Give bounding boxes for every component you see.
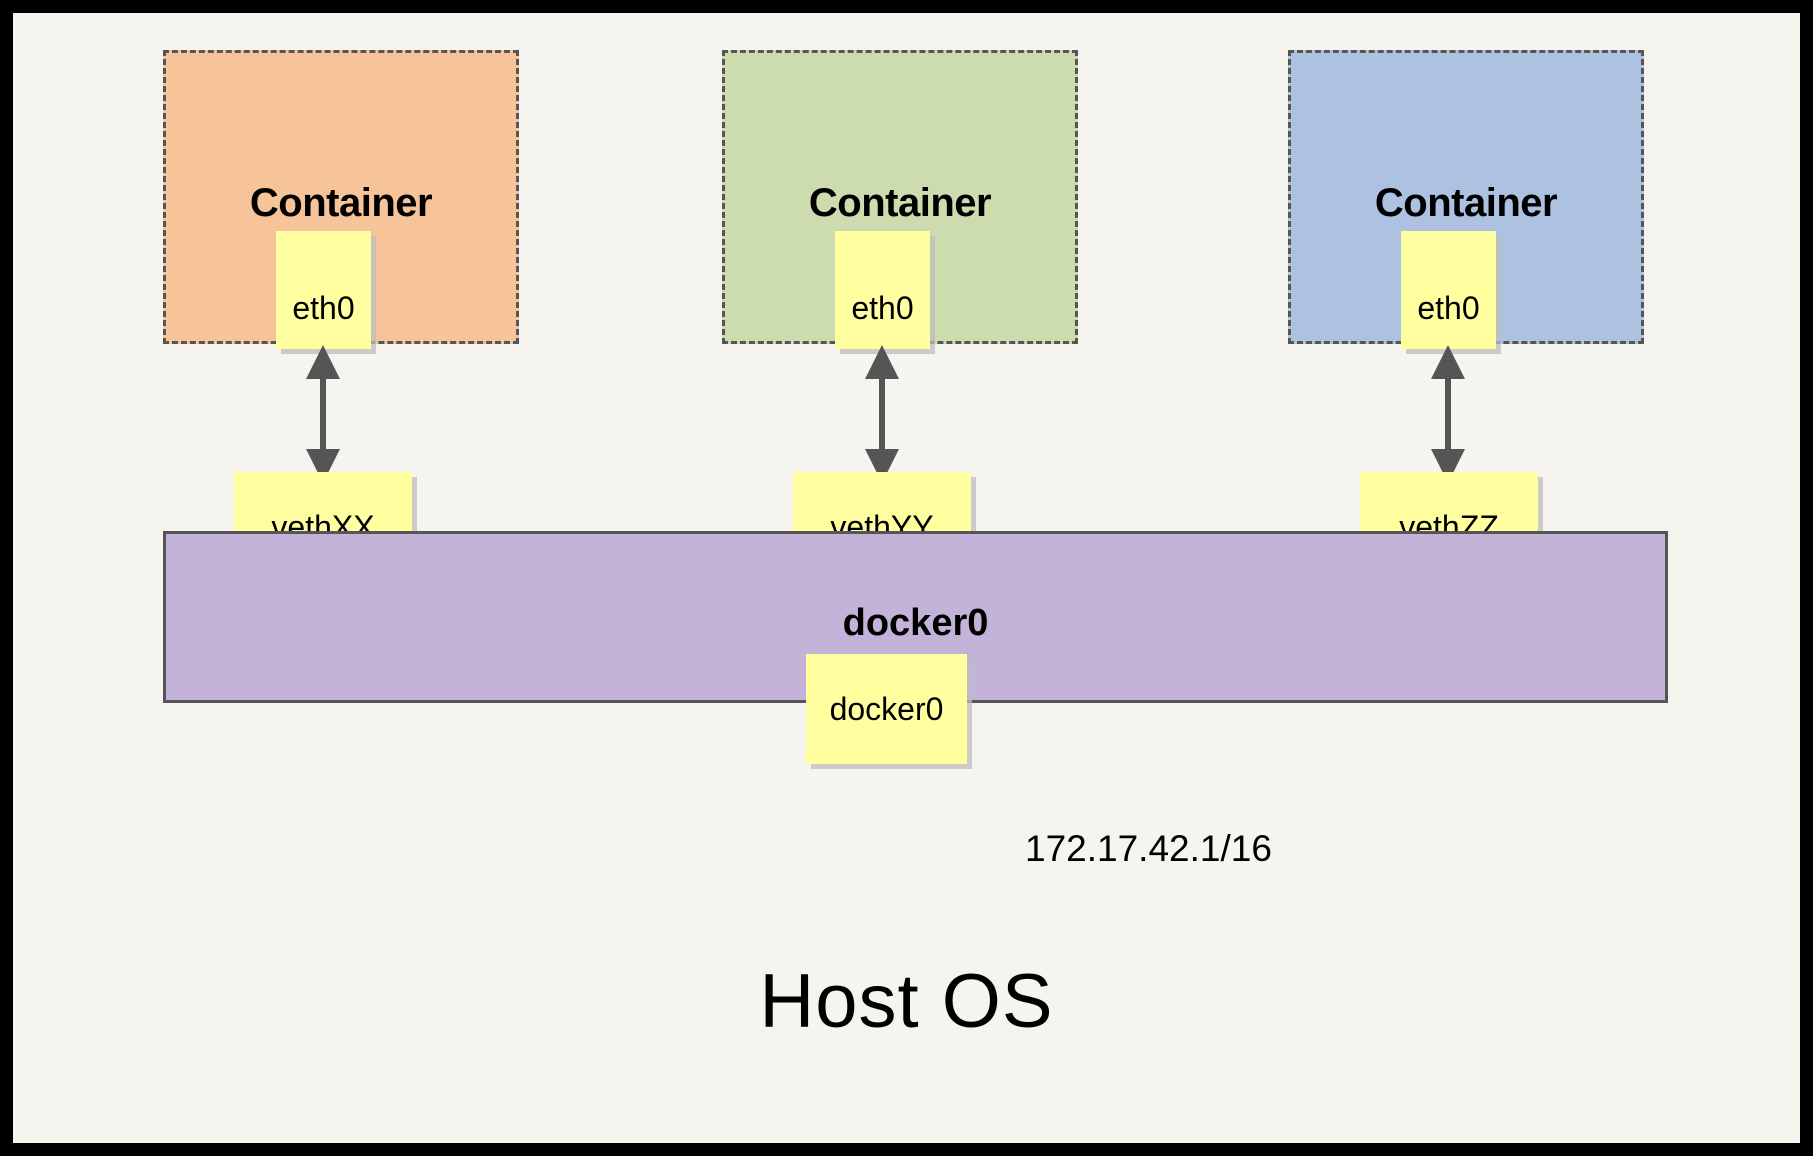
docker0-interface-note: docker0: [806, 654, 967, 764]
container-label-1: Container: [249, 181, 433, 225]
veth-link-arrow-2: [865, 345, 899, 483]
diagram-canvas: Container eth0 vethXX Container eth0 v: [13, 13, 1800, 1143]
docker0-interface-label: docker0: [829, 690, 944, 727]
docker0-bridge-label: docker0: [842, 602, 989, 644]
container-label-2: Container: [808, 181, 992, 225]
veth-link-arrow-3: [1431, 345, 1465, 483]
eth0-label-2: eth0: [851, 289, 914, 326]
eth0-label-3: eth0: [1417, 289, 1480, 326]
veth-link-arrow-1: [306, 345, 340, 483]
docker0-ip-address: 172.17.42.1/16: [1025, 828, 1272, 869]
eth0-interface-1: eth0: [276, 231, 371, 349]
container-label-3: Container: [1374, 181, 1558, 225]
host-os-label: Host OS: [759, 959, 1054, 1044]
container-box-2: Container: [722, 50, 1078, 344]
eth0-label-1: eth0: [292, 289, 355, 326]
eth0-interface-2: eth0: [835, 231, 930, 349]
eth0-interface-3: eth0: [1401, 231, 1496, 349]
